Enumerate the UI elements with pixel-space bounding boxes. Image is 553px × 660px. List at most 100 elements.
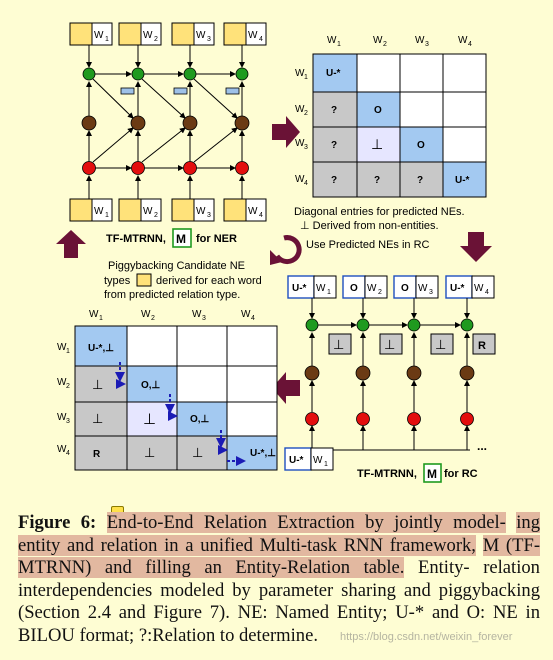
svg-text:W: W <box>94 30 104 41</box>
svg-text:M: M <box>427 467 437 481</box>
ner-bottom-words: W 1 W 2 W 3 W 4 <box>69 198 267 222</box>
note-piggyback: Piggybacking Candidate NE types derived … <box>104 260 262 301</box>
svg-text:⊥: ⊥ <box>92 377 103 392</box>
svg-text:?: ? <box>331 140 337 151</box>
flow-arrows <box>56 116 492 404</box>
ner-title: TF-MTRNN, <box>106 233 166 245</box>
svg-text:W: W <box>57 342 67 353</box>
svg-text:W: W <box>295 68 305 79</box>
svg-text:4: 4 <box>468 41 472 48</box>
svg-text:4: 4 <box>66 450 70 457</box>
svg-text:3: 3 <box>207 36 211 43</box>
svg-text:1: 1 <box>105 36 109 43</box>
svg-text:O: O <box>417 140 425 151</box>
svg-text:2: 2 <box>383 41 387 48</box>
svg-text:O,⊥: O,⊥ <box>190 414 210 425</box>
svg-text:for NER: for NER <box>196 233 237 245</box>
note-non-entities: ⊥ Derived from non-entities. <box>300 220 439 232</box>
svg-text:W: W <box>196 30 206 41</box>
svg-text:O: O <box>401 283 409 294</box>
svg-text:W: W <box>248 30 258 41</box>
svg-text:2: 2 <box>378 289 382 296</box>
svg-text:3: 3 <box>425 41 429 48</box>
svg-text:W: W <box>295 104 305 115</box>
svg-text:⊥: ⊥ <box>144 445 155 460</box>
svg-text:W: W <box>295 138 305 149</box>
svg-text:2: 2 <box>151 315 155 322</box>
note-use-predicted: Use Predicted NEs in RC <box>306 239 430 251</box>
svg-text:3: 3 <box>207 212 211 219</box>
svg-text:W: W <box>418 283 428 294</box>
svg-text:4: 4 <box>251 315 255 322</box>
svg-text:4: 4 <box>485 289 489 296</box>
svg-text:W: W <box>248 206 258 217</box>
svg-text:W: W <box>313 455 323 466</box>
svg-text:4: 4 <box>259 212 263 219</box>
svg-text:W: W <box>143 30 153 41</box>
svg-text:W: W <box>143 206 153 217</box>
svg-text:1: 1 <box>66 348 70 355</box>
svg-text:⊥: ⊥ <box>371 136 383 152</box>
svg-text:2: 2 <box>304 110 308 117</box>
svg-text:⊥: ⊥ <box>192 445 203 460</box>
svg-text:W: W <box>141 309 151 320</box>
svg-text:W: W <box>241 309 251 320</box>
svg-text:for RC: for RC <box>444 468 478 480</box>
svg-text:4: 4 <box>259 36 263 43</box>
svg-text:W: W <box>89 309 99 320</box>
svg-text:3: 3 <box>202 315 206 322</box>
svg-text:⊥: ⊥ <box>384 337 395 352</box>
svg-text:1: 1 <box>105 212 109 219</box>
svg-text:from predicted relation type.: from predicted relation type. <box>104 289 240 301</box>
svg-text:W: W <box>458 35 468 46</box>
svg-text:⊥: ⊥ <box>143 411 156 428</box>
caption-rest-2: relation interdependencies modeled by pa… <box>18 557 540 646</box>
svg-text:W: W <box>192 309 202 320</box>
svg-text:⊥: ⊥ <box>333 337 344 352</box>
figure-caption: Figure 6: End-to-End Relation Extraction… <box>18 512 541 647</box>
svg-text:M: M <box>176 232 186 246</box>
svg-text:U-*,⊥: U-*,⊥ <box>250 448 276 459</box>
caption-highlight-1: End-to-End Relation Extraction by jointl… <box>106 512 506 533</box>
svg-text:?: ? <box>331 175 337 186</box>
svg-text:?: ? <box>331 105 337 116</box>
svg-text:2: 2 <box>154 212 158 219</box>
svg-text:⊥: ⊥ <box>92 411 103 426</box>
svg-text:O,⊥: O,⊥ <box>141 380 161 391</box>
svg-text:W: W <box>415 35 425 46</box>
svg-text:1: 1 <box>337 41 341 48</box>
svg-text:3: 3 <box>304 144 308 151</box>
ner-top-words: W 1 W 2 W 3 W 4 <box>69 22 267 46</box>
svg-text:4: 4 <box>304 180 308 187</box>
svg-text:W: W <box>57 377 67 388</box>
svg-text:W: W <box>295 174 305 185</box>
rc-title: TF-MTRNN, <box>357 468 417 480</box>
svg-text:1: 1 <box>99 315 103 322</box>
caption-rest-1: Entity- <box>404 557 470 578</box>
svg-text:U-*: U-* <box>289 455 304 466</box>
note-diagonal: Diagonal entries for predicted NEs. <box>294 206 465 218</box>
svg-text:2: 2 <box>154 36 158 43</box>
svg-text:3: 3 <box>66 418 70 425</box>
svg-text:3: 3 <box>429 289 433 296</box>
svg-text:O: O <box>350 283 358 294</box>
svg-text:R: R <box>478 340 486 352</box>
svg-text:1: 1 <box>324 461 328 468</box>
svg-text:U-*: U-* <box>292 283 307 294</box>
svg-text:R: R <box>93 449 101 460</box>
svg-text:1: 1 <box>304 74 308 81</box>
svg-text:W: W <box>316 283 326 294</box>
svg-text:W: W <box>57 444 67 455</box>
svg-text:W: W <box>327 35 337 46</box>
svg-text:2: 2 <box>66 383 70 390</box>
svg-text:⊥: ⊥ <box>435 337 446 352</box>
svg-text:W: W <box>57 412 67 423</box>
svg-text:U-*: U-* <box>326 68 341 79</box>
ner-network: W 1 W 2 W 3 W 4 <box>69 22 267 248</box>
svg-text:Piggybacking Candidate NE: Piggybacking Candidate NE <box>108 260 245 272</box>
svg-text:?: ? <box>417 175 423 186</box>
figure-label: Figure 6: <box>18 512 97 533</box>
svg-text:...: ... <box>477 439 487 453</box>
